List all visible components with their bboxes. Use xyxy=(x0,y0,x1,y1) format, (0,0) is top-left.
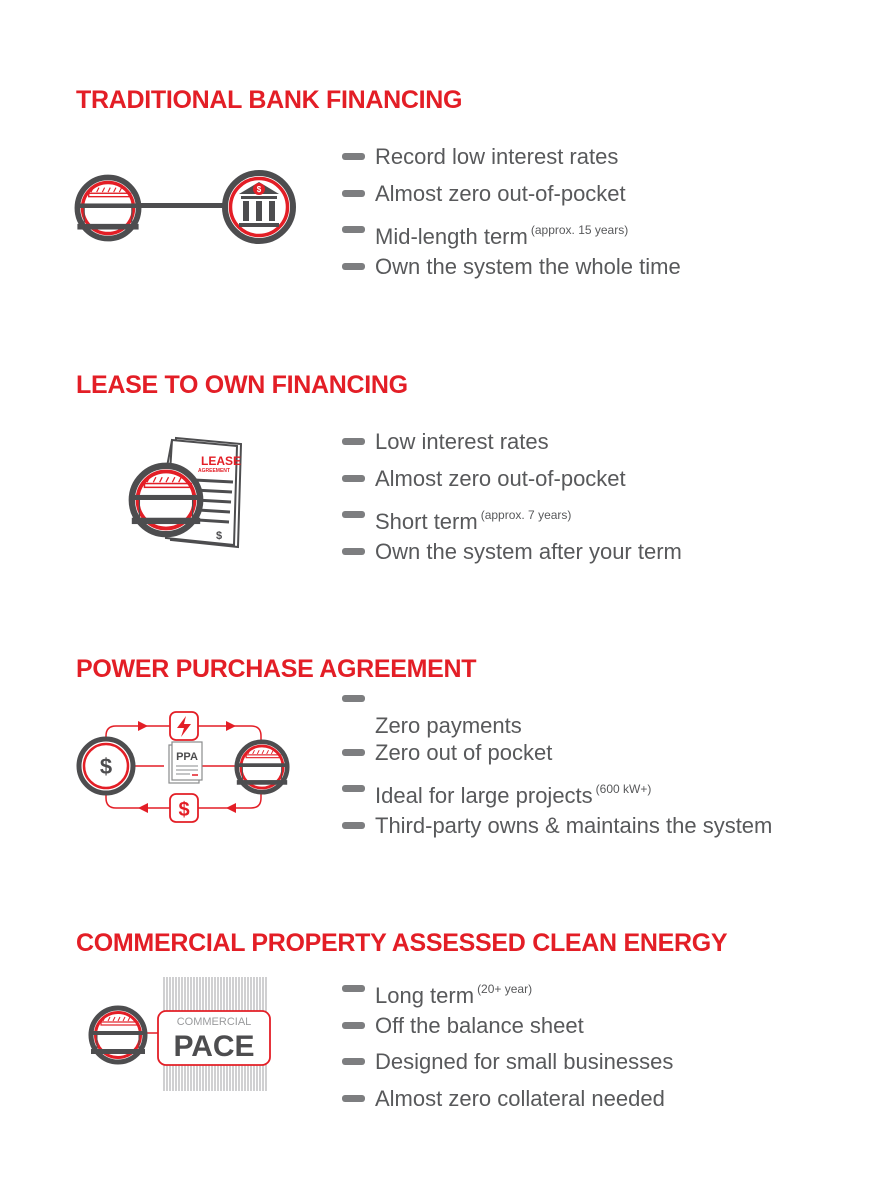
benefit-list: Low interest rates Almost zero out-of-po… xyxy=(342,427,682,573)
list-item-text: Mid-length term xyxy=(375,224,528,249)
list-item-text: Own the system the whole time xyxy=(375,253,681,279)
benefit-list: Zero payments Zero out of pocket Ideal f… xyxy=(342,695,772,848)
commercial-label: COMMERCIAL xyxy=(177,1016,252,1028)
list-item-text: Zero out of pocket xyxy=(375,739,553,765)
list-item-text: Designed for small businesses xyxy=(375,1049,674,1074)
list-item-text: Almost zero collateral needed xyxy=(375,1085,665,1111)
list-item: Zero payments xyxy=(342,695,772,738)
dash-bullet xyxy=(342,785,365,792)
list-item-text: Long term xyxy=(375,983,475,1008)
list-item-text: Low interest rates xyxy=(375,429,549,454)
lease-agreement-icon: LEASE AGREEMENT $ xyxy=(126,432,256,557)
dollar-label: $ xyxy=(178,799,189,821)
section-title: POWER PURCHASE AGREEMENT xyxy=(76,655,477,683)
list-item-text: Almost zero out-of-pocket xyxy=(375,180,626,206)
dash-bullet xyxy=(342,262,365,270)
dash-bullet xyxy=(342,1021,365,1029)
lease-label: LEASE xyxy=(201,454,241,468)
dash-bullet xyxy=(342,153,365,160)
list-item-text: Own the system after your term xyxy=(375,538,682,564)
list-item-text: Ideal for large projects xyxy=(375,783,593,808)
benefit-list: Record low interest rates Almost zero ou… xyxy=(342,142,681,288)
dash-bullet xyxy=(342,1094,365,1102)
section-title: TRADITIONAL BANK FINANCING xyxy=(76,86,463,114)
dash-bullet xyxy=(342,438,365,445)
section-title: COMMERCIAL PROPERTY ASSESSED CLEAN ENERG… xyxy=(76,929,728,957)
list-item: Ideal for large projects(600 kW+) xyxy=(342,774,772,811)
list-item: Mid-length term(approx. 15 years) xyxy=(342,215,681,252)
dash-bullet xyxy=(342,511,365,518)
list-item-text: Record low interest rates xyxy=(375,144,619,169)
list-item: Almost zero out-of-pocket xyxy=(342,464,682,501)
ppa-label: PPA xyxy=(176,751,198,763)
pace-label: PACE xyxy=(173,1030,254,1063)
list-item-note: (20+ year) xyxy=(477,982,533,996)
list-item-text: Short term xyxy=(375,509,478,534)
dash-bullet xyxy=(342,1058,365,1065)
dash-bullet xyxy=(342,547,365,555)
list-item: Almost zero out-of-pocket xyxy=(342,179,681,216)
dash-bullet xyxy=(342,748,365,756)
dash-bullet xyxy=(342,474,365,482)
list-item: Third-party owns & maintains the system xyxy=(342,811,772,848)
list-item: Zero out of pocket xyxy=(342,738,772,775)
section-title: LEASE TO OWN FINANCING xyxy=(76,371,408,399)
list-item-text: Off the balance sheet xyxy=(375,1012,584,1038)
dash-bullet xyxy=(342,189,365,197)
list-item-text: Zero payments xyxy=(375,713,522,738)
ppa-cycle-icon: $ PPA $ xyxy=(76,706,296,833)
list-item-text: Almost zero out-of-pocket xyxy=(375,465,626,491)
commercial-pace-icon: COMMERCIAL PACE xyxy=(86,975,286,1098)
list-item-note: (approx. 7 years) xyxy=(480,508,572,522)
benefit-list: Long term(20+ year) Off the balance shee… xyxy=(342,974,673,1120)
list-item: Record low interest rates xyxy=(342,142,681,179)
dash-bullet xyxy=(342,985,365,992)
list-item: Own the system after your term xyxy=(342,537,682,574)
list-item: Low interest rates xyxy=(342,427,682,464)
list-item: Designed for small businesses xyxy=(342,1047,673,1084)
list-item-note: (600 kW+) xyxy=(595,782,652,796)
dash-bullet xyxy=(342,226,365,233)
list-item: Off the balance sheet xyxy=(342,1011,673,1048)
svg-text:$: $ xyxy=(257,185,262,194)
dollar-label: $ xyxy=(100,754,112,779)
list-item-text: Third-party owns & maintains the system xyxy=(375,812,773,838)
list-item: Short term(approx. 7 years) xyxy=(342,500,682,537)
list-item: Long term(20+ year) xyxy=(342,974,673,1011)
list-item: Almost zero collateral needed xyxy=(342,1084,673,1121)
solar-panel-to-bank-icon: $ xyxy=(74,168,304,253)
dash-bullet xyxy=(342,695,365,702)
dash-bullet xyxy=(342,821,365,829)
agreement-label: AGREEMENT xyxy=(198,468,230,474)
list-item-note: (approx. 15 years) xyxy=(530,223,629,237)
dollar-label: $ xyxy=(216,530,222,542)
list-item: Own the system the whole time xyxy=(342,252,681,289)
